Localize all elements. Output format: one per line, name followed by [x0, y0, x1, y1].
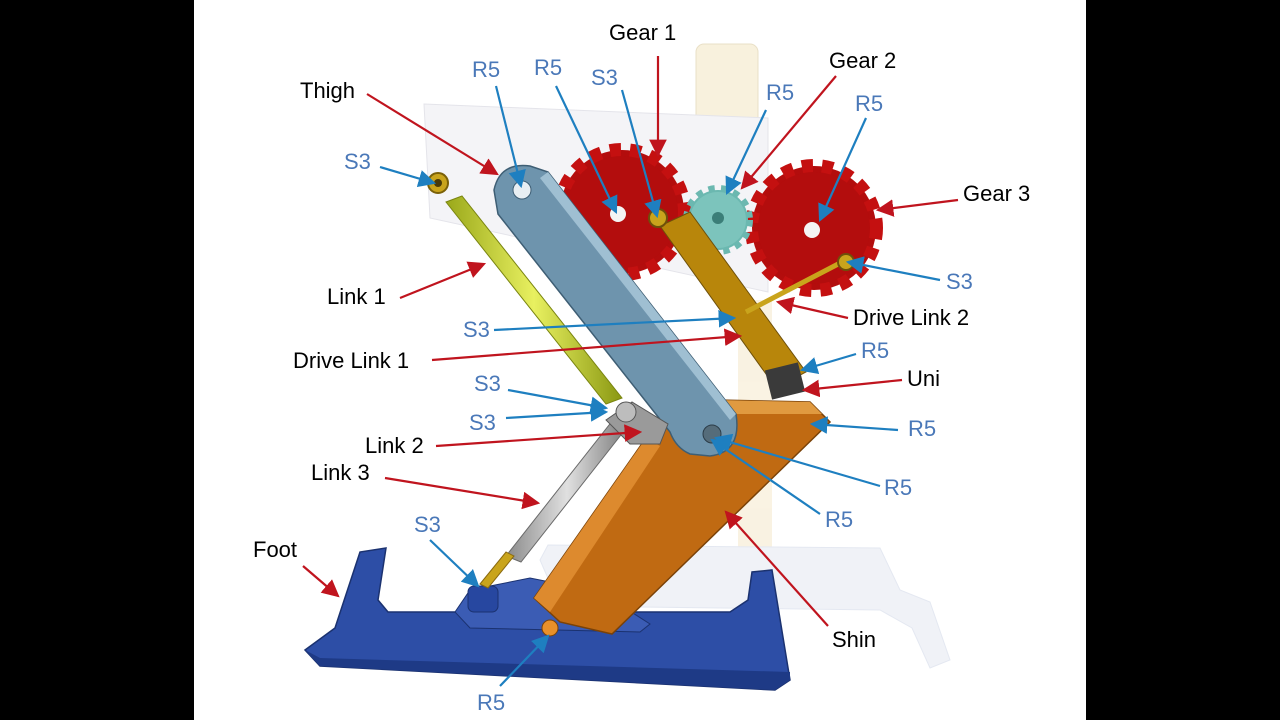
label-r5-knee-outer: R5	[884, 475, 913, 500]
gear3	[745, 159, 883, 297]
joint-leaders	[379, 85, 941, 687]
label-shin: Shin	[832, 627, 877, 652]
label-r5-thigh-top: R5	[472, 57, 501, 82]
foot-pin	[541, 619, 559, 637]
label-s3-gear3: S3	[946, 269, 973, 294]
label-r5-gear3: R5	[855, 91, 884, 116]
label-s3-knee-lower: S3	[469, 410, 496, 435]
label-r5-foot: R5	[477, 690, 506, 715]
part-leaders	[302, 56, 959, 627]
label-drive-link1: Drive Link 1	[293, 348, 410, 373]
label-uni: Uni	[907, 366, 941, 391]
label-r5-knee-inner: R5	[825, 507, 854, 532]
label-r5-shin-right: R5	[908, 416, 937, 441]
label-s3-knee-upper: S3	[474, 371, 501, 396]
label-gear1: Gear 1	[609, 20, 677, 45]
leg-mechanism-diagram	[302, 43, 959, 691]
label-drive-link2: Drive Link 2	[853, 305, 970, 330]
label-s3-foot: S3	[414, 512, 441, 537]
label-gear2: Gear 2	[829, 48, 897, 73]
label-thigh: Thigh	[300, 78, 356, 103]
label-gear3: Gear 3	[963, 181, 1031, 206]
shin-part	[533, 399, 832, 635]
slide: Gear 1 Gear 2 Gear 3 Thigh Link 1 Drive …	[194, 0, 1086, 720]
label-r5-uni: R5	[861, 338, 890, 363]
label-r5-gear1: R5	[534, 55, 563, 80]
label-link1: Link 1	[327, 284, 386, 309]
label-r5-gear2: R5	[766, 80, 795, 105]
label-link3: Link 3	[311, 460, 370, 485]
label-s3-drive-link1: S3	[463, 317, 490, 342]
label-foot: Foot	[253, 537, 298, 562]
label-s3-link1-top: S3	[344, 149, 371, 174]
label-link2: Link 2	[365, 433, 424, 458]
label-s3-drive-link: S3	[591, 65, 618, 90]
